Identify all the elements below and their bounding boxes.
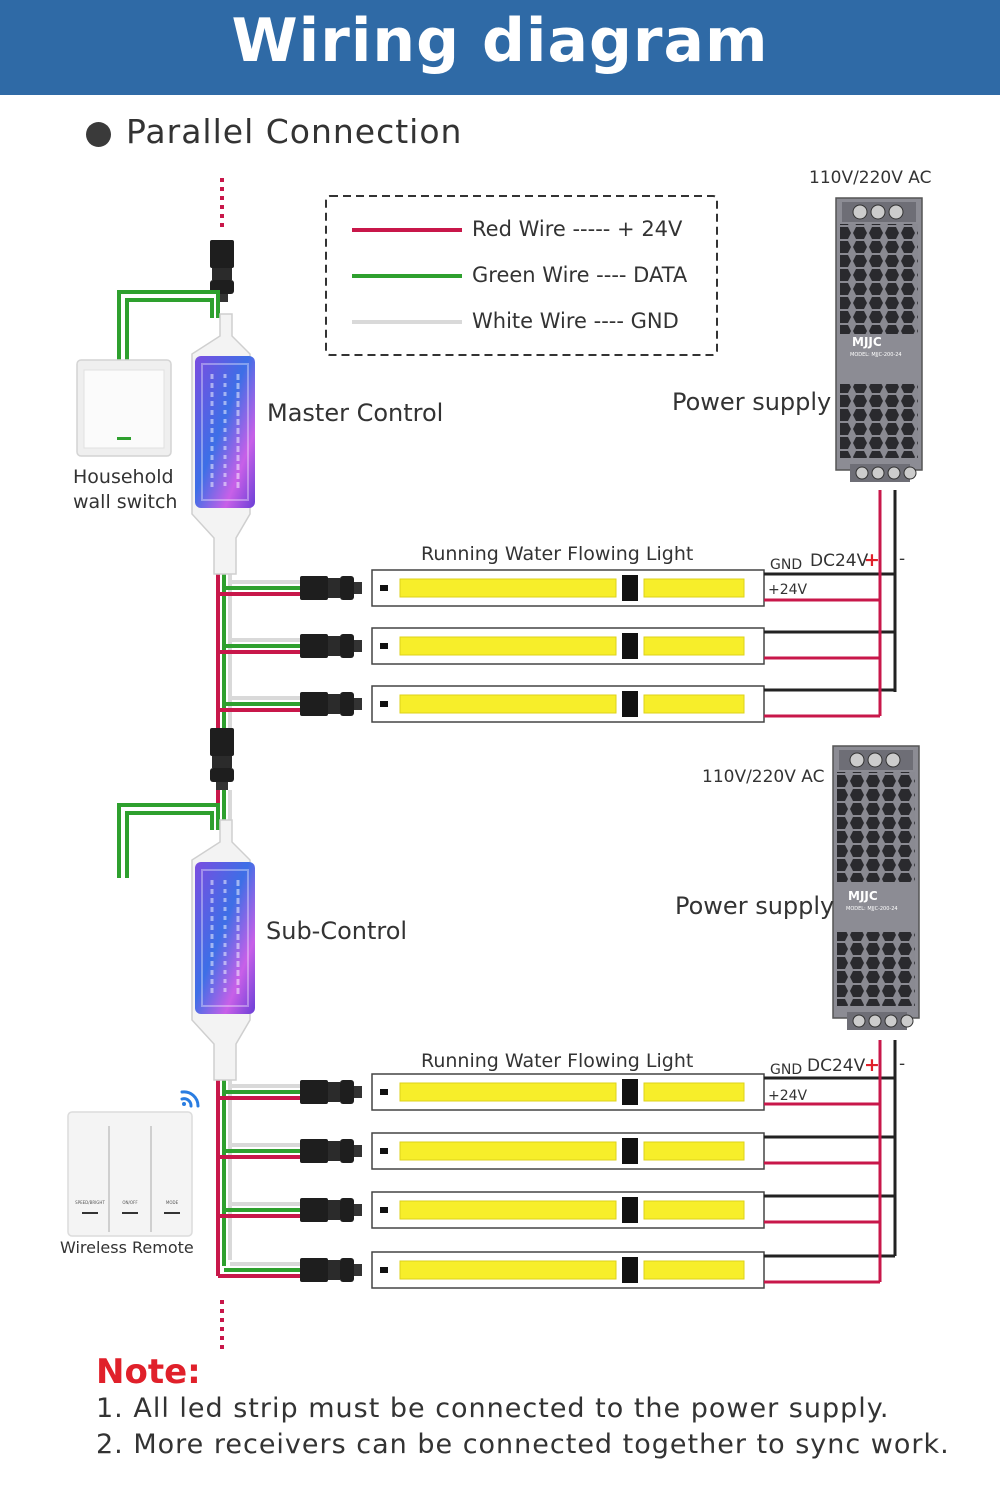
plus24v-label-1: +24V [768,582,808,598]
group1-strip-row-1 [218,569,895,607]
household-wall-switch-icon [76,359,172,457]
remote-button-onoff: ON/OFF [122,1200,138,1205]
group2-connector-icon-4 [300,1258,362,1282]
group1-connector-icon-2 [300,634,362,658]
plus-sign-1: + [864,549,880,571]
group2-connector-icon-2 [300,1139,362,1163]
wireless-remote-icon: SPEED/BRIGHT ON/OFF MODE [67,1111,193,1237]
sub-control-label: Sub-Control [266,917,408,945]
note-item-2: 2. More receivers can be connected toget… [96,1429,950,1460]
group1-connector-icon-3 [300,692,362,716]
switch-label-line2: wall switch [73,491,178,513]
page-title: Wiring diagram [231,6,769,76]
switch-label-line1: Household [73,466,174,488]
note-title: Note: [96,1352,201,1392]
group2-strip-row-1 [218,1073,895,1111]
group1-connector-icon-1 [300,576,362,600]
psu-1-model: MODEL: MJJC-200-24 [850,352,902,358]
minus-sign-1: - [899,549,906,569]
gnd-label-1: GND [770,557,803,573]
header-banner: Wiring diagram [0,0,1000,95]
psu-2-brand: MJJC [848,889,878,903]
group2-led-strip-3 [371,1191,765,1229]
section-title: Parallel Connection [126,112,463,151]
wireless-remote-label: Wireless Remote [60,1238,194,1257]
remote-button-speed: SPEED/BRIGHT [75,1200,105,1205]
remote-button-mode: MODE [166,1200,179,1205]
bullet-dot-icon [86,122,111,147]
plus-sign-2: + [864,1054,880,1076]
group2-connector-icon-1 [300,1080,362,1104]
group2-strip-row-3 [218,1191,895,1229]
sub-controller-icon [190,818,257,1082]
group2-strip-row-2 [218,1132,895,1170]
group1-led-strip-2 [371,627,765,665]
legend-white-label: White Wire ---- GND [472,309,679,333]
group1-strip-row-2 [218,627,895,665]
group2-led-strip-1 [371,1073,765,1111]
legend-red-label: Red Wire ----- + 24V [472,217,683,241]
group1-led-strip-1 [371,569,765,607]
minus-sign-2: - [899,1054,906,1074]
group1-strip-row-3 [218,685,895,723]
group2-led-strip-4 [371,1251,765,1289]
group1-led-strip-3 [371,685,765,723]
legend-green-label: Green Wire ---- DATA [472,263,688,287]
psu-1-brand: MJJC [852,335,882,349]
power-supply-2-icon [832,745,920,1031]
dc24v-label-2: DC24V [807,1056,866,1076]
ac-label-1: 110V/220V AC [809,168,932,188]
plus24v-label-2: +24V [768,1088,808,1104]
group2-strip-row-4 [218,1251,895,1289]
light-label-2: Running Water Flowing Light [421,1050,694,1072]
dc24v-label-1: DC24V [810,551,869,571]
power-supply-label-2: Power supply [675,892,835,920]
light-label-1: Running Water Flowing Light [421,543,694,565]
note-item-1: 1. All led strip must be connected to th… [96,1393,890,1424]
wifi-signal-icon [180,1090,200,1108]
power-supply-label-1: Power supply [672,388,832,416]
group2-connector-icon-3 [300,1198,362,1222]
gnd-label-2: GND [770,1062,803,1078]
master-controller-icon [190,312,257,576]
master-control-label: Master Control [267,399,444,427]
group2-led-strip-2 [371,1132,765,1170]
psu-2-model: MODEL: MJJC-200-24 [846,906,898,912]
ac-label-2: 110V/220V AC [702,767,825,787]
